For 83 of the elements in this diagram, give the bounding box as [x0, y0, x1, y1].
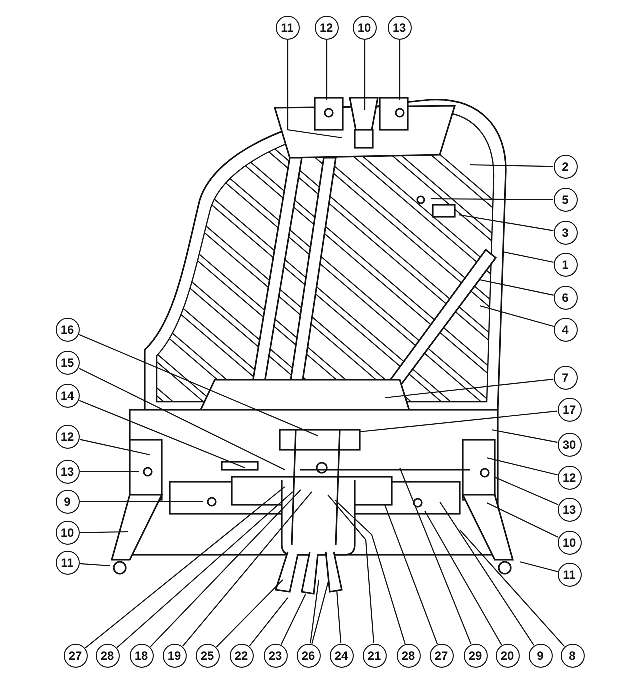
leader-line: [360, 410, 558, 433]
leader-line: [85, 486, 286, 649]
leader-line: [182, 492, 312, 647]
callout-number: 11: [276, 16, 300, 40]
callout-number: 13: [56, 460, 80, 484]
callout-number: 22: [230, 644, 254, 668]
leader-line: [458, 214, 554, 232]
leader-line: [80, 501, 203, 503]
leader-line: [334, 500, 406, 644]
callout-number: 18: [130, 644, 154, 668]
leader-line: [216, 580, 284, 648]
leader-line: [364, 40, 366, 110]
callout-number: 23: [264, 644, 288, 668]
callout-number: 9: [528, 644, 552, 668]
leader-line: [249, 598, 288, 647]
leader-line: [384, 378, 554, 399]
leader-line: [400, 468, 472, 645]
leader-line: [424, 510, 502, 646]
leader-line: [460, 530, 566, 648]
callout-number: 5: [554, 188, 578, 212]
callout-number: 20: [496, 644, 520, 668]
callout-number: 3: [554, 220, 578, 244]
callout-number: 10: [352, 16, 376, 40]
callout-number: 27: [64, 644, 88, 668]
leader-line: [494, 476, 559, 506]
leader-line: [80, 471, 139, 473]
leader-line: [336, 590, 342, 644]
callout-number: 27: [430, 644, 454, 668]
callout-number: 29: [464, 644, 488, 668]
callout-number: 12: [314, 16, 338, 40]
leader-line: [287, 40, 342, 139]
leader-line: [440, 502, 535, 646]
callout-number: 28: [96, 644, 120, 668]
leader-line: [399, 40, 401, 100]
callout-number: 11: [558, 562, 582, 586]
leader-line: [486, 457, 558, 476]
callout-number: 1: [554, 252, 578, 276]
leader-line: [150, 490, 302, 648]
callout-number: 26: [296, 644, 320, 668]
callout-number: 2: [554, 154, 578, 178]
callout-number: 21: [362, 644, 386, 668]
callout-number: 28: [396, 644, 420, 668]
callout-number: 14: [56, 384, 80, 408]
leader-line: [326, 40, 328, 100]
callout-number: 9: [56, 490, 80, 514]
leader-line: [480, 305, 554, 328]
leader-line: [117, 492, 294, 648]
leader-line: [328, 494, 375, 644]
callout-number: 11: [56, 550, 80, 574]
callout-number: 10: [558, 530, 582, 554]
callout-number: 16: [56, 318, 80, 342]
leader-line: [312, 580, 330, 644]
callout-number: 13: [558, 498, 582, 522]
callout-number: 30: [558, 432, 582, 456]
leader-line: [280, 594, 306, 645]
callout-number: 6: [554, 286, 578, 310]
leader-line: [79, 334, 318, 436]
callout-number: 7: [554, 366, 578, 390]
callout-number: 25: [196, 644, 220, 668]
callout-number: 12: [56, 424, 80, 448]
leader-line: [502, 251, 554, 264]
leader-line: [80, 531, 128, 534]
callout-number: 19: [162, 644, 186, 668]
callout-number: 24: [330, 644, 354, 668]
leader-line: [80, 439, 150, 456]
callout-number: 13: [388, 16, 412, 40]
leader-line: [431, 198, 554, 200]
callout-number: 17: [558, 398, 582, 422]
callout-number: 15: [56, 350, 80, 374]
leader-line: [80, 563, 110, 567]
callout-number: 12: [558, 466, 582, 490]
leader-line: [384, 504, 438, 644]
callout-number: 10: [56, 520, 80, 544]
leader-line: [486, 502, 559, 538]
leader-line: [79, 400, 246, 468]
callout-number: 4: [554, 318, 578, 342]
leader-line: [480, 279, 554, 296]
leader-line: [492, 429, 558, 444]
leader-line: [520, 561, 558, 572]
leader-line: [78, 368, 286, 470]
leader-line: [310, 580, 320, 644]
leader-line: [470, 164, 554, 168]
callout-number: 8: [560, 644, 584, 668]
